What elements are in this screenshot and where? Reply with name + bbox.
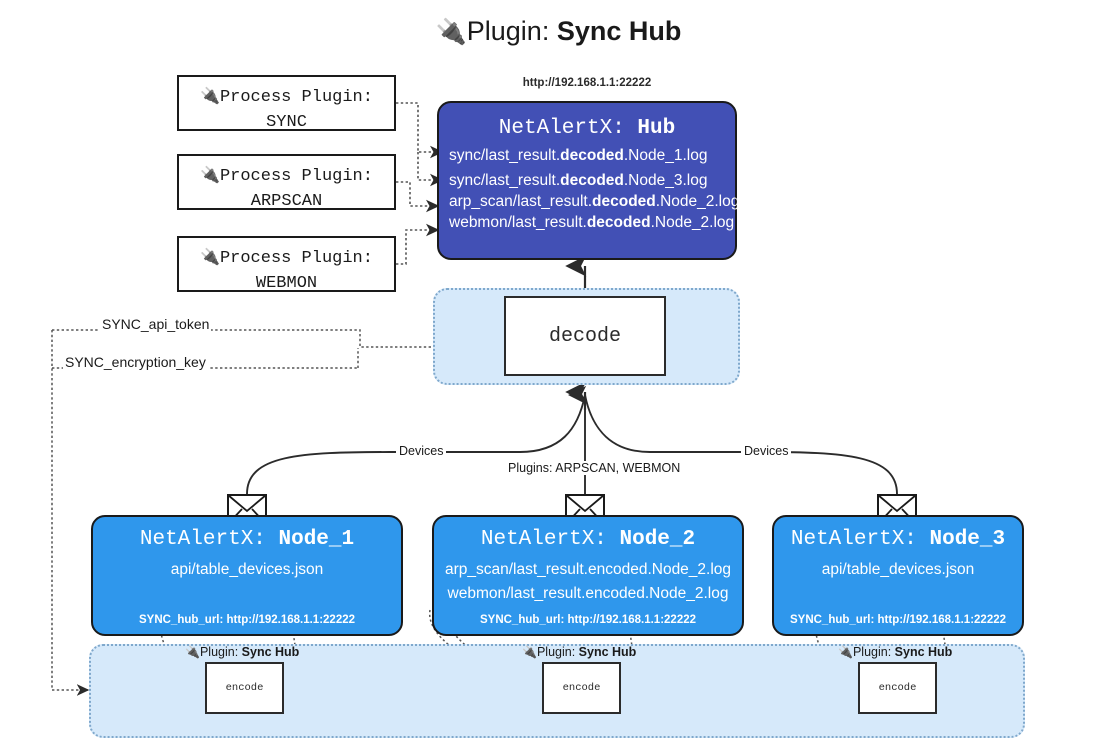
node-3-line: api/table_devices.json bbox=[821, 561, 975, 578]
plug-icon: 🔌 bbox=[200, 86, 220, 105]
encode-box-1[interactable]: encode bbox=[205, 662, 284, 714]
edge-label-devices-left: Devices bbox=[396, 444, 447, 458]
encoder-3-plugin-tag: 🔌Plugin: Sync Hub bbox=[838, 645, 953, 659]
plug-icon: 🔌 bbox=[200, 165, 220, 184]
encode-box-3[interactable]: encode bbox=[858, 662, 937, 714]
edge-label-devices-right: Devices bbox=[741, 444, 792, 458]
node-3-footer: SYNC_hub_url: http://192.168.1.1:22222 bbox=[789, 614, 1007, 626]
node-1-title: NetAlertX: Node_1 bbox=[139, 528, 355, 551]
process-plugin-arpscan-line2: ARPSCAN bbox=[250, 191, 323, 211]
hub-log-line: sync/last_result.decoded.Node_3.log bbox=[449, 172, 708, 189]
process-plugin-sync-line1: 🔌Process Plugin: bbox=[200, 86, 373, 107]
node-1-footer: SYNC_hub_url: http://192.168.1.1:22222 bbox=[138, 614, 356, 626]
plug-icon: 🔌 bbox=[522, 645, 537, 659]
sync-encryption-key-label: SYNC_encryption_key bbox=[63, 354, 208, 370]
hub-url-label: http://192.168.1.1:22222 bbox=[522, 77, 652, 89]
node-3-title: NetAlertX: Node_3 bbox=[790, 528, 1006, 551]
sync-api-token-label: SYNC_api_token bbox=[100, 316, 212, 332]
encode-box-2[interactable]: encode bbox=[542, 662, 621, 714]
hub-log-line: sync/last_result.decoded.Node_1.log bbox=[449, 147, 708, 164]
decode-box[interactable]: decode bbox=[504, 296, 666, 376]
process-plugin-arpscan[interactable]: 🔌Process Plugin: ARPSCAN bbox=[177, 154, 396, 211]
edge-label-plugins-center: Plugins: ARPSCAN, WEBMON bbox=[505, 461, 684, 475]
plug-icon: 🔌 bbox=[435, 18, 467, 46]
process-plugin-sync-line2: SYNC bbox=[266, 112, 307, 132]
node-2-title: NetAlertX: Node_2 bbox=[480, 528, 696, 551]
process-plugin-webmon-line1: 🔌Process Plugin: bbox=[200, 247, 373, 268]
node-1-line: api/table_devices.json bbox=[170, 561, 324, 578]
encoder-1-plugin-tag: 🔌Plugin: Sync Hub bbox=[185, 645, 300, 659]
process-plugin-sync[interactable]: 🔌Process Plugin: SYNC bbox=[177, 75, 396, 132]
hub-log-line: arp_scan/last_result.decoded.Node_2.log bbox=[449, 193, 740, 210]
page-title-prefix: Plugin: bbox=[466, 16, 557, 46]
node-node-2[interactable]: NetAlertX: Node_2 arp_scan/last_result.e… bbox=[432, 515, 744, 636]
node-2-footer: SYNC_hub_url: http://192.168.1.1:22222 bbox=[479, 614, 697, 626]
plug-icon: 🔌 bbox=[200, 247, 220, 266]
process-plugin-webmon-line2: WEBMON bbox=[255, 273, 318, 293]
plug-icon: 🔌 bbox=[838, 645, 853, 659]
page-title-name: Sync Hub bbox=[556, 16, 682, 46]
encoder-2-plugin-tag: 🔌Plugin: Sync Hub bbox=[522, 645, 637, 659]
process-plugin-arpscan-line1: 🔌Process Plugin: bbox=[200, 165, 373, 186]
node-node-3[interactable]: NetAlertX: Node_3 api/table_devices.json… bbox=[772, 515, 1024, 636]
hub-title: NetAlertX: Hub bbox=[498, 117, 676, 140]
node-2-line: arp_scan/last_result.encoded.Node_2.log bbox=[444, 561, 732, 578]
node-node-1[interactable]: NetAlertX: Node_1 api/table_devices.json… bbox=[91, 515, 403, 636]
process-plugin-webmon[interactable]: 🔌Process Plugin: WEBMON bbox=[177, 236, 396, 293]
node-2-line: webmon/last_result.encoded.Node_2.log bbox=[447, 585, 729, 602]
plug-icon: 🔌 bbox=[185, 645, 200, 659]
page-title: 🔌Plugin: Sync Hub bbox=[0, 16, 1117, 47]
hub-node[interactable]: NetAlertX: Hub sync/last_result.decoded.… bbox=[437, 101, 740, 260]
hub-log-line: webmon/last_result.decoded.Node_2.log bbox=[449, 214, 735, 231]
